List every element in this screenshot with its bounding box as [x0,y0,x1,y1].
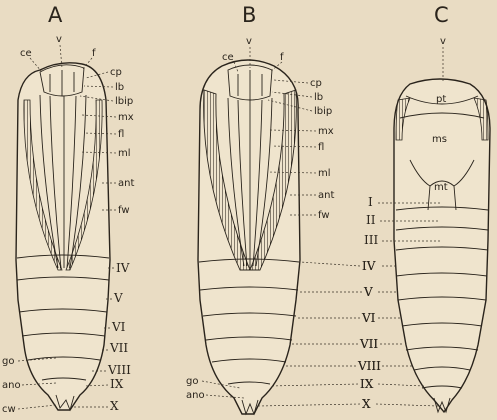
panel-letter-a: A [48,3,63,27]
c-label-iv: IV [362,259,376,273]
c-label-v: v [440,36,446,47]
b-label-v: v [246,36,252,47]
a-label-lb: lb [115,82,124,93]
a-label-ml: ml [118,148,131,159]
a-label-fl: fl [118,129,124,140]
b-label-ce: ce [222,52,234,63]
a-label-ant: ant [118,178,134,189]
c-label-x: X [362,397,371,411]
c-label-vii: VII [359,337,378,351]
b-label-ml: ml [318,168,331,179]
a-label-f: f [92,48,96,59]
a-label-viii: VIII [107,363,131,377]
b-label-go: go [186,376,198,387]
a-label-cw: cw [2,404,16,415]
b-label-fl: fl [318,142,324,153]
a-label-x: X [110,399,119,413]
panel-a: A ce v f cp lb lbip mx fl ml ant f [2,3,134,415]
b-label-mx: mx [318,126,334,137]
a-label-ano: ano [2,380,21,391]
c-label-ix: IX [360,377,374,391]
a-label-lbip: lbip [115,96,133,107]
a-label-cp: cp [110,67,122,78]
a-label-mx: mx [118,112,134,123]
a-label-iv: IV [116,261,130,275]
a-label-go: go [2,356,14,367]
b-label-ano: ano [186,390,205,401]
c-label-ms: ms [432,134,447,145]
a-label-v-seg: V [113,291,123,305]
a-label-fw: fw [118,205,130,216]
b-label-cp: cp [310,78,322,89]
panel-letter-c: C [434,3,449,27]
c-label-vi: VI [361,311,376,325]
panel-letter-b: B [242,3,256,27]
c-label-ii: II [366,213,376,227]
c-label-iii: III [364,233,378,247]
c-label-pt: pt [436,94,446,105]
b-label-lb: lb [314,92,323,103]
a-label-ce: ce [20,48,32,59]
c-label-mt: mt [434,182,448,193]
b-label-ant: ant [318,190,334,201]
b-label-lbip: lbip [314,106,332,117]
a-label-vii: VII [109,341,128,355]
a-label-v: v [56,34,62,45]
b-label-f: f [280,52,284,63]
panel-b: B ce v f cp lb lbip mx fl ml ant fw IV [186,3,381,414]
a-label-vi: VI [111,320,126,334]
panel-c-body [394,79,490,412]
a-label-ix: IX [110,377,124,391]
c-label-i: I [368,195,373,209]
panel-c: C v pt ms mt I II III IV V VI VII VIII I… [357,3,490,412]
b-label-fw: fw [318,210,330,221]
c-label-viii: VIII [357,359,381,373]
c-label-v-seg: V [363,285,373,299]
